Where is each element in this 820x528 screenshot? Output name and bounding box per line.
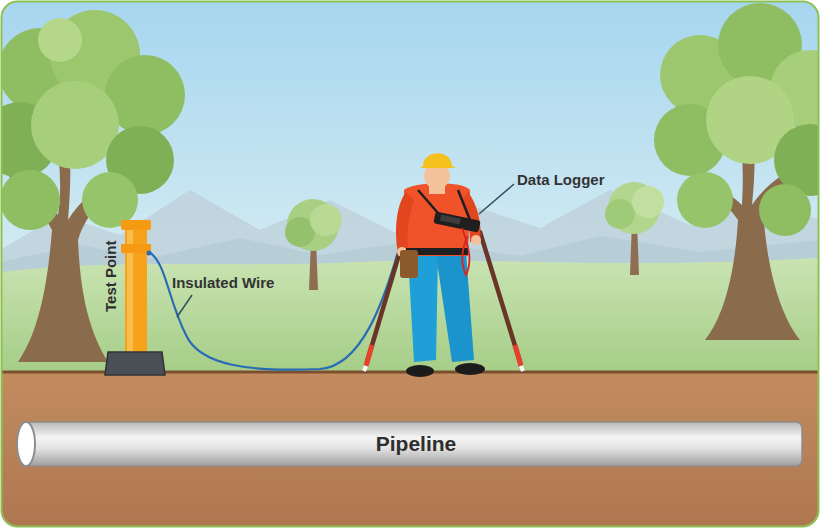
leader-line <box>177 295 192 317</box>
pipe-label: Pipeline <box>376 432 457 456</box>
test-point-post: Test Point <box>100 218 170 378</box>
technician-figure <box>364 153 523 377</box>
large-tree <box>654 3 818 340</box>
wire-label: Insulated Wire <box>172 274 274 292</box>
leader-line <box>479 184 514 214</box>
small-tree <box>285 199 342 290</box>
small-tree <box>605 182 664 275</box>
pipeline-pipe: Pipeline <box>14 420 806 468</box>
insulated-wire <box>149 252 398 370</box>
large-tree <box>2 10 185 362</box>
vertical-label: Test Point <box>102 241 120 312</box>
soil <box>2 372 818 526</box>
component-label: Data Logger <box>517 171 605 189</box>
